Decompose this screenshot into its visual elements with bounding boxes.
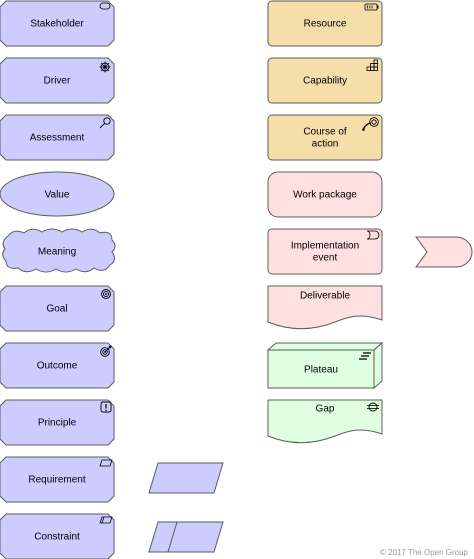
requirement-icon [99, 459, 113, 467]
meaning-label: Meaning [38, 247, 76, 258]
implementation-event-element: Implementation event [267, 228, 383, 275]
outcome-element: Outcome [0, 342, 115, 389]
requirement-label: Requirement [28, 475, 85, 486]
requirement-element: Requirement [0, 456, 115, 503]
goal-label: Goal [46, 304, 67, 315]
resource-label: Resource [304, 19, 347, 30]
implementation-event-alt-shape [415, 236, 473, 268]
constraint-element: Constraint [0, 513, 115, 559]
battery-icon [364, 3, 379, 11]
capability-label: Capability [303, 76, 347, 87]
capability-element: Capability [267, 57, 383, 104]
gap-icon [367, 402, 379, 412]
assessment-label: Assessment [30, 133, 85, 144]
constraint-label: Constraint [34, 532, 80, 543]
stakeholder-label: Stakeholder [30, 19, 84, 30]
driver-icon [99, 61, 111, 73]
stakeholder-element: Stakeholder [0, 0, 115, 47]
implementation-event-label-2: event [313, 253, 338, 264]
principle-element: Principle [0, 399, 115, 446]
work-package-label: Work package [293, 190, 357, 201]
principle-icon [100, 401, 112, 413]
course-of-action-label-2: action [312, 139, 339, 150]
goal-element: Goal [0, 285, 115, 332]
deliverable-element: Deliverable [267, 285, 383, 330]
plateau-label: Plateau [304, 365, 338, 376]
constraint-alt-shape [148, 521, 224, 553]
stakeholder-icon [99, 2, 111, 10]
driver-element: Driver [0, 57, 115, 104]
constraint-icon [99, 516, 113, 524]
outcome-label: Outcome [37, 361, 78, 372]
meaning-element: Meaning [2, 228, 116, 273]
plateau-icon [359, 352, 371, 360]
course-of-action-label-1: Course of [303, 127, 347, 138]
gap-element: Gap [267, 399, 383, 444]
principle-label: Principle [38, 418, 77, 429]
outcome-icon [100, 345, 112, 357]
deliverable-label: Deliverable [300, 291, 350, 302]
event-icon [366, 230, 380, 240]
value-element: Value [0, 171, 115, 217]
course-of-action-icon [362, 117, 379, 131]
implementation-event-label-1: Implementation [291, 241, 359, 252]
value-label: Value [45, 190, 70, 201]
requirement-alt-shape [148, 462, 224, 494]
resource-element: Resource [267, 0, 383, 47]
course-of-action-element: Course of action [267, 114, 383, 161]
assessment-element: Assessment [0, 114, 115, 161]
plateau-element: Plateau [266, 341, 384, 390]
goal-icon [101, 289, 111, 299]
work-package-element: Work package [267, 171, 383, 218]
driver-label: Driver [44, 76, 71, 87]
capability-icon [366, 59, 378, 71]
gap-label: Gap [316, 404, 335, 415]
copyright-notice: © 2017 The Open Group [379, 548, 468, 557]
assessment-icon [99, 117, 111, 129]
